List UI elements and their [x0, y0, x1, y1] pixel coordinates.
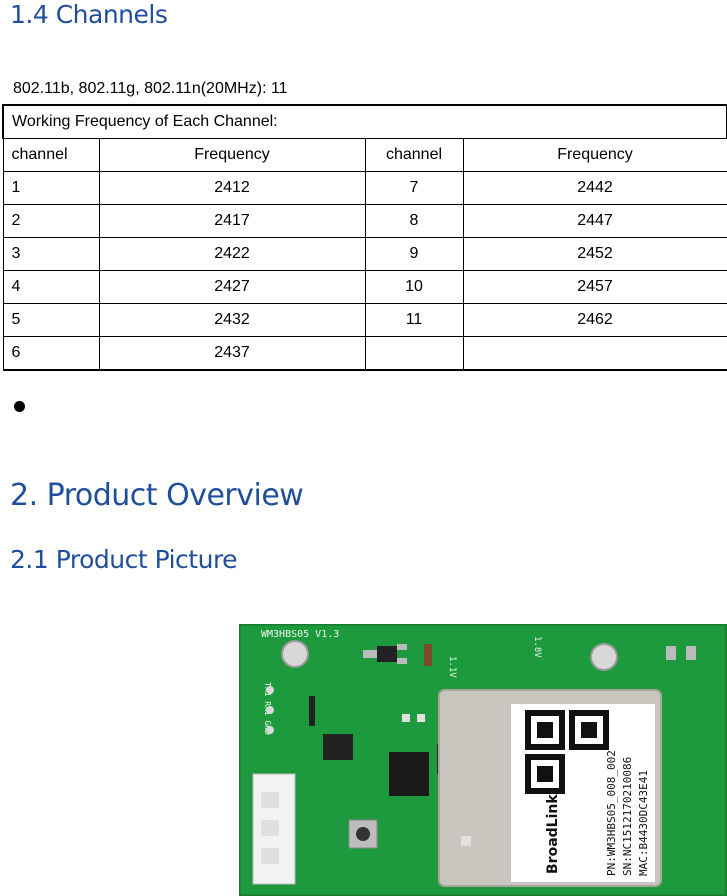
brand-logo: BroadLink — [545, 794, 561, 874]
table-cell: 2447 — [462, 204, 727, 238]
table-cell: 2422 — [98, 237, 366, 271]
module-mac: MAC:B4430DC43E41 — [637, 770, 650, 876]
table-cell: 2 — [2, 204, 100, 238]
capacitor — [424, 644, 432, 666]
module-pn: PN:WM3HBS05_008_002 — [605, 750, 618, 876]
table-cell: 9 — [364, 237, 464, 271]
header-pin — [266, 726, 274, 734]
voltage-label: 1.8V — [532, 636, 542, 658]
section-heading-product-overview: 2. Product Overview — [10, 478, 304, 513]
channel-frequency-table: Working Frequency of Each Channel: chann… — [2, 104, 727, 371]
ic-chip — [389, 752, 429, 796]
table-cell — [462, 336, 727, 371]
table-header-cell: channel — [364, 138, 464, 172]
table-header-cell: channel — [2, 138, 100, 172]
header-pin — [266, 686, 274, 694]
table-cell: 6 — [2, 336, 100, 371]
table-cell: 3 — [2, 237, 100, 271]
product-board-image: WM3HBS05 V1.3 1.8V 1.1V TX1 RX1 GND Broa… — [239, 624, 727, 896]
table-cell: 2437 — [98, 336, 366, 371]
voltage-label-2: 1.1V — [447, 656, 457, 678]
section-heading-channels: 1.4 Channels — [10, 0, 168, 29]
table-cell: 2412 — [98, 171, 366, 205]
header-pin — [266, 706, 274, 714]
table-cell: 2442 — [462, 171, 727, 205]
table-cell: 7 — [364, 171, 464, 205]
table-cell — [364, 336, 464, 371]
table-cell: 4 — [2, 270, 100, 304]
mounting-hole — [281, 640, 309, 668]
module-sn: SN:NC1512170210086 — [621, 757, 634, 876]
section-heading-product-picture: 2.1 Product Picture — [10, 545, 238, 574]
table-header-cell: Frequency — [462, 138, 727, 172]
table-caption: Working Frequency of Each Channel: — [2, 104, 727, 139]
table-caption-row: Working Frequency of Each Channel: — [2, 104, 727, 139]
table-cell: 2432 — [98, 303, 366, 337]
table-cell: 10 — [364, 270, 464, 304]
table-cell: 11 — [364, 303, 464, 337]
bullet-dot — [14, 401, 25, 412]
table-cell: 2417 — [98, 204, 366, 238]
table-cell: 2457 — [462, 270, 727, 304]
table-cell: 1 — [2, 171, 100, 205]
mounting-hole — [590, 643, 618, 671]
board-silkscreen-label: WM3HBS05 V1.3 — [261, 629, 339, 640]
table-cell: 8 — [364, 204, 464, 238]
channel-count-text: 802.11b, 802.11g, 802.11n(20MHz): 11 — [13, 80, 288, 97]
table-cell: 2462 — [462, 303, 727, 337]
table-cell: 2452 — [462, 237, 727, 271]
transistor — [377, 646, 397, 662]
table-cell: 5 — [2, 303, 100, 337]
table-header-cell: Frequency — [98, 138, 366, 172]
table-cell: 2427 — [98, 270, 366, 304]
